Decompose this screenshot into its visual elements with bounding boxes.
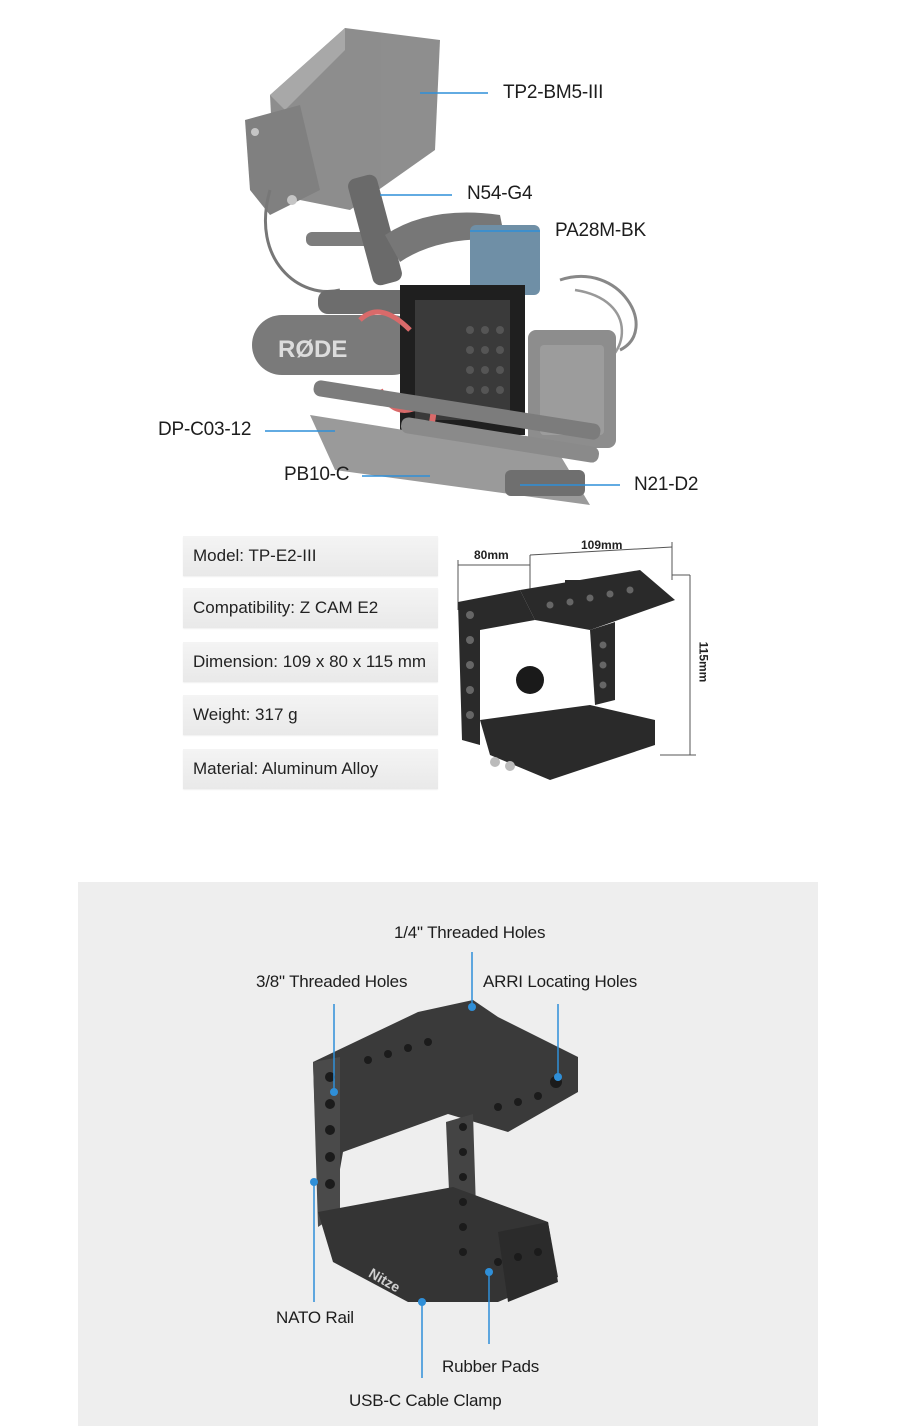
feature-arri-holes: ARRI Locating Holes <box>483 972 637 991</box>
feature-leader-lines <box>313 952 559 1378</box>
spec-model: Model: TP-E2-III <box>183 536 438 576</box>
callout-rail-clamp: N21-D2 <box>634 474 699 495</box>
spec-material: Material: Aluminum Alloy <box>183 749 438 789</box>
spec-compatibility: Compatibility: Z CAM E2 <box>183 588 438 628</box>
spec-dimension: Dimension: 109 x 80 x 115 mm <box>183 642 438 682</box>
cage-body <box>313 1000 578 1302</box>
dimension-length: 109mm <box>581 538 623 552</box>
features-panel: Nitze 1/4" Threaded Holes 3/8" Threaded … <box>78 882 818 1426</box>
monitor-sunhood <box>245 28 440 215</box>
dimension-height: 115mm <box>696 641 711 683</box>
feature-quarter-inch-holes: 1/4" Threaded Holes <box>394 923 546 942</box>
callout-handle: PA28M-BK <box>555 220 646 241</box>
callout-monitor: TP2-BM5-III <box>503 82 604 103</box>
feature-usbc-clamp: USB-C Cable Clamp <box>349 1391 502 1410</box>
feature-three-eighths-holes: 3/8" Threaded Holes <box>256 972 408 991</box>
spec-weight: Weight: 317 g <box>183 695 438 735</box>
callout-baseplate: PB10-C <box>284 464 350 485</box>
cage-dimension-drawing <box>457 542 696 780</box>
cage-holes <box>325 1038 562 1266</box>
dimension-width: 80mm <box>474 548 509 562</box>
callout-leader-lines <box>265 92 620 486</box>
callout-rails: DP-C03-12 <box>158 419 252 440</box>
mic-brand-text: RØDE <box>278 336 347 363</box>
camera-rig-illustration: RØDE <box>245 28 638 505</box>
callout-clamp: N54-G4 <box>467 183 533 204</box>
feature-rubber-pads: Rubber Pads <box>442 1357 540 1376</box>
cage-features-illustration: Nitze <box>310 952 578 1378</box>
feature-nato-rail: NATO Rail <box>276 1308 354 1327</box>
